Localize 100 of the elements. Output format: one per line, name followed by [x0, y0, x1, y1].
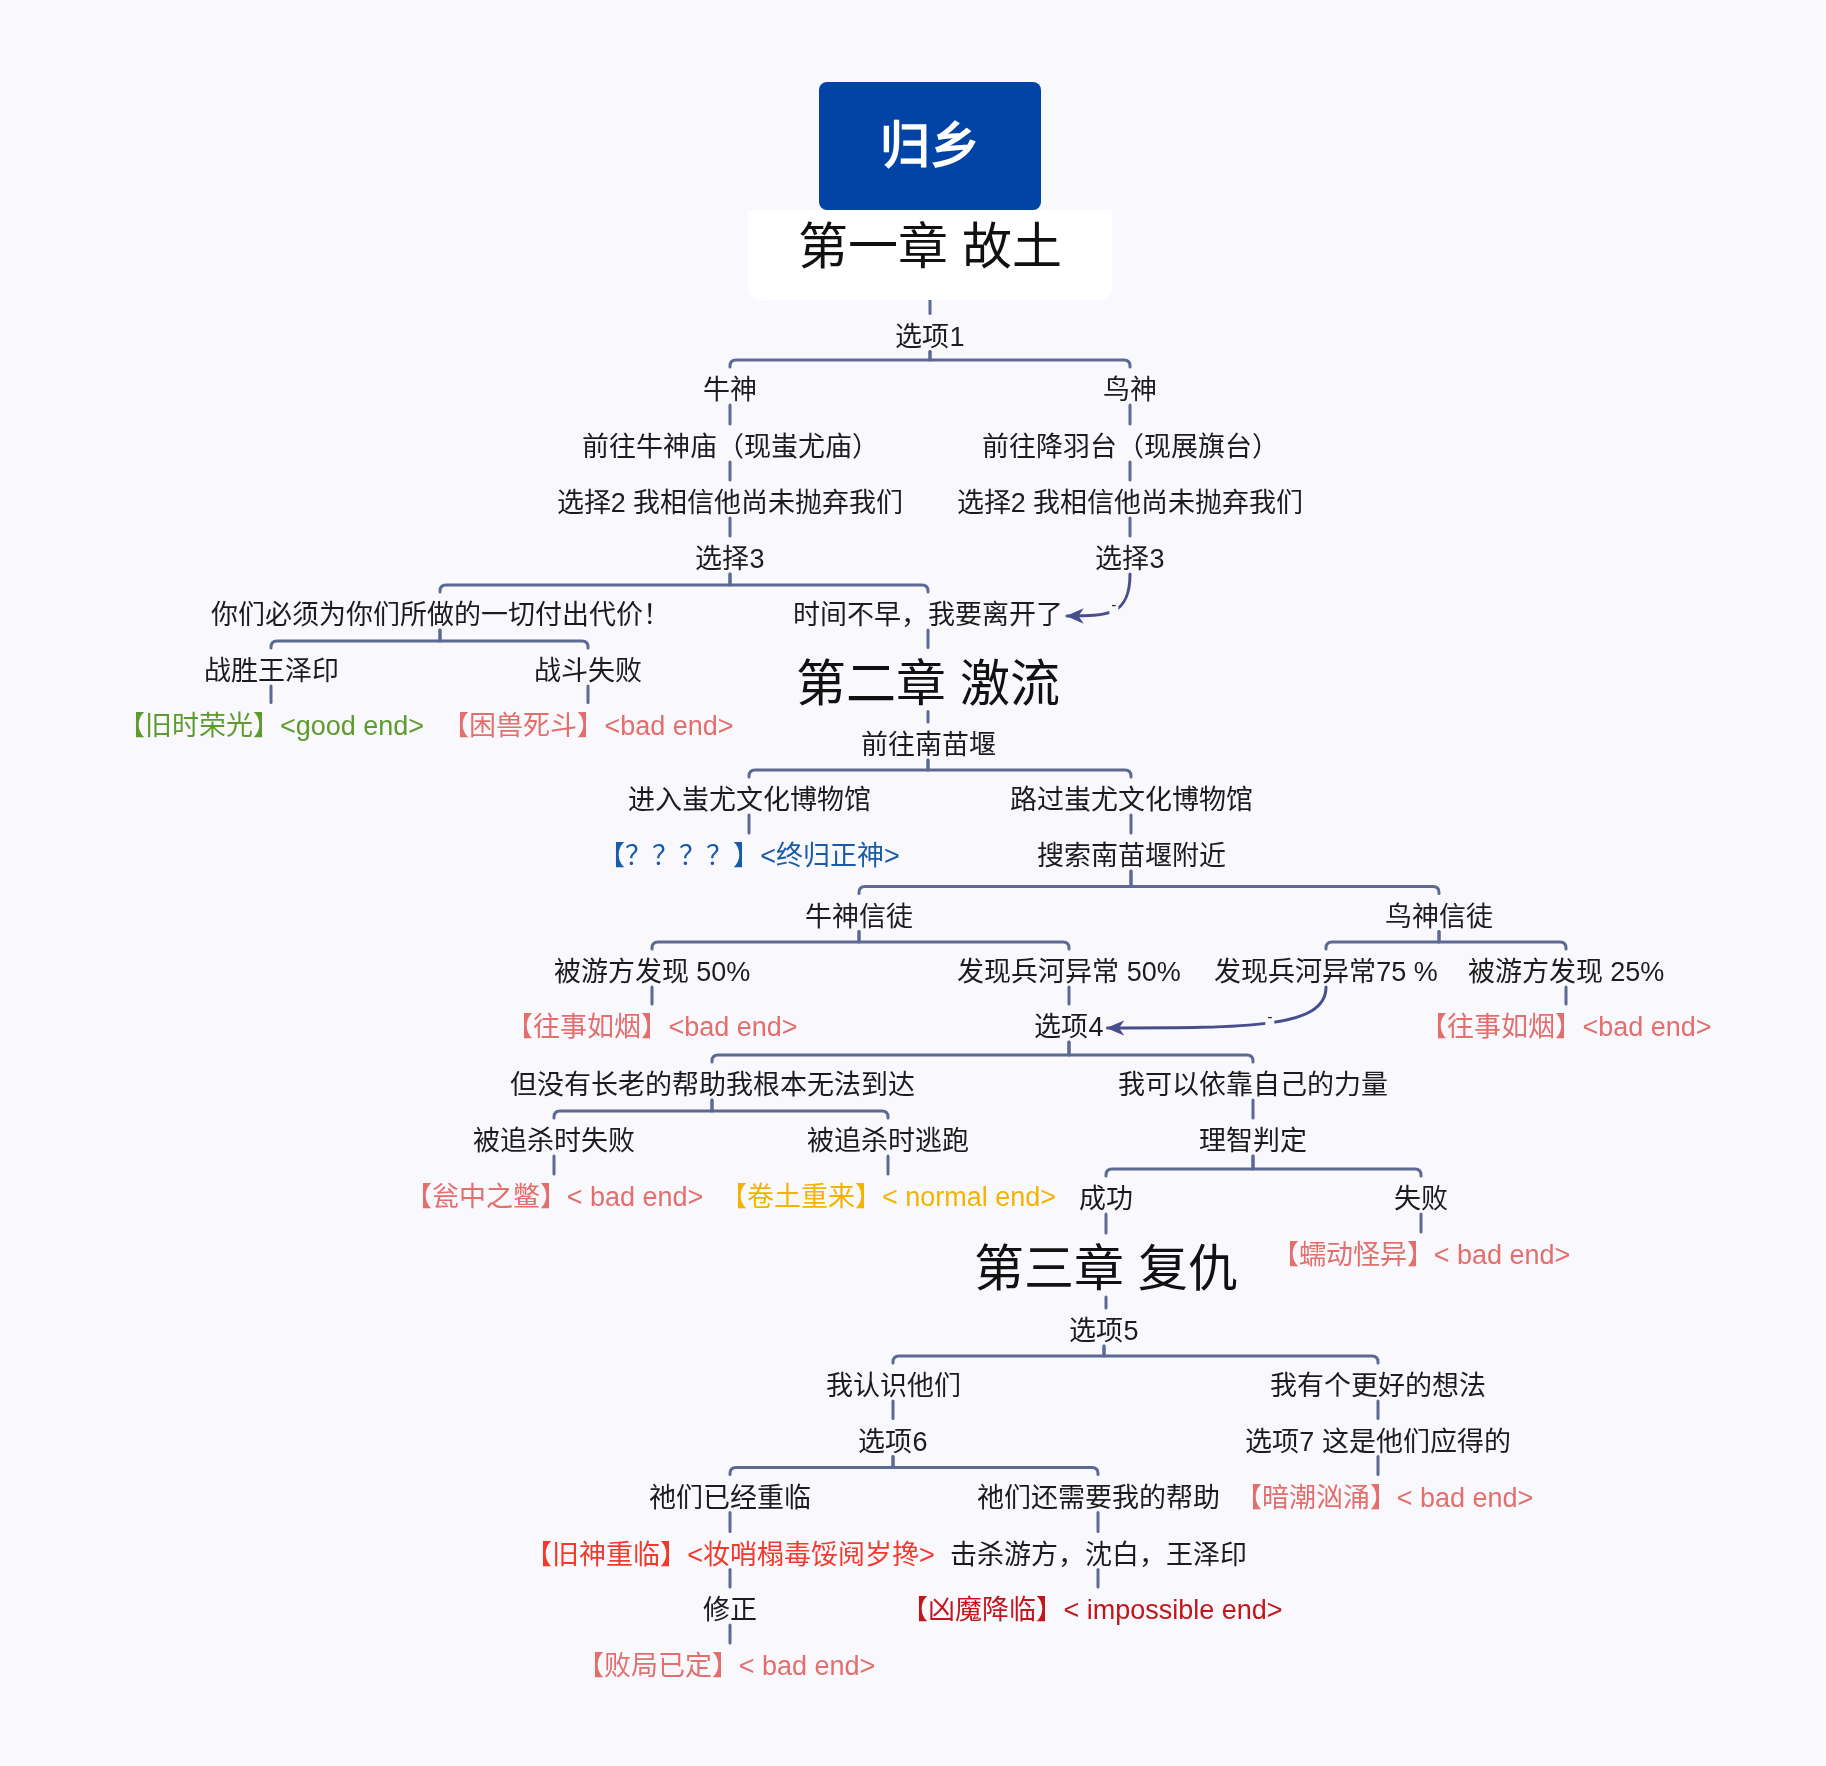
- ending-text: 【暗潮汹涌】< bad end>: [1230, 1474, 1538, 1513]
- connector-line: [710, 1098, 890, 1120]
- ending-text: 【困兽死斗】<bad end>: [438, 702, 738, 741]
- connector-line: [926, 628, 930, 649]
- connector-line: [1564, 985, 1568, 1006]
- topic-text: 祂们已经重临: [645, 1474, 815, 1513]
- topic-text: 选择2 我相信他尚未抛弃我们: [552, 480, 908, 518]
- topic-text: 祂们还需要我的帮助: [972, 1474, 1224, 1513]
- connector-line: [552, 1154, 556, 1176]
- connector-line: [886, 1154, 890, 1176]
- connector-line: [586, 684, 590, 704]
- ending-text: 【旧时荣光】<good end>: [113, 702, 429, 741]
- curved-arrow: [1106, 985, 1328, 1036]
- connector-line: [269, 684, 273, 704]
- topic-text: 前往牛神庙（现蚩尤庙）: [577, 424, 883, 462]
- topic-text: 前往降羽台（现展旗台）: [977, 424, 1283, 462]
- topic-text: 选项7 这是他们应得的: [1241, 1418, 1515, 1457]
- connector-line: [1067, 1040, 1255, 1064]
- topic-text: 我可以依靠自己的力量: [1114, 1062, 1392, 1100]
- topic-text: 我有个更好的想法: [1266, 1363, 1490, 1401]
- ending-text: 【卷土重来】< normal end>: [715, 1174, 1061, 1212]
- chapter-heading: 第二章 激流: [792, 647, 1064, 712]
- topic-text: 战斗失败: [530, 648, 646, 686]
- connector-line: [728, 1511, 732, 1534]
- connector-line: [857, 930, 1071, 951]
- connector-line: [928, 350, 1132, 369]
- topic-text: 牛神信徒: [801, 893, 917, 932]
- topic-text: 鸟神信徒: [1381, 893, 1497, 932]
- connector-line: [1376, 1399, 1380, 1421]
- topic-text: 鸟神: [1099, 367, 1161, 405]
- topic-text: 进入蚩尤文化博物馆: [623, 777, 875, 815]
- topic-text: 被游方发现 25%: [1463, 949, 1669, 987]
- topic-text: 搜索南苗堰附近: [1032, 833, 1230, 871]
- ending-text: 【？？？？】<终归正神>: [594, 833, 904, 871]
- connector-line: [1129, 869, 1441, 895]
- connector-line: [1437, 930, 1568, 951]
- topic-text: 被游方发现 50%: [549, 949, 755, 987]
- topic-text: 选项6: [854, 1418, 932, 1457]
- topic-text: 修正: [699, 1587, 761, 1625]
- ending-text: 【旧神重临】<妆哨榻毒馁阋岁搀>: [521, 1531, 939, 1570]
- topic-text: 牛神: [699, 367, 761, 405]
- ending-text: 【凶魔降临】< impossible end>: [897, 1587, 1287, 1625]
- connector-line: [1251, 1098, 1255, 1120]
- topic-text: 但没有长老的帮助我根本无法到达: [505, 1062, 919, 1100]
- topic-text: 路过蚩尤文化博物馆: [1005, 777, 1257, 815]
- chapter-card: [748, 210, 1112, 300]
- connector-line: [1067, 985, 1071, 1006]
- connector-line: [747, 813, 751, 835]
- curved-arrow: [1065, 572, 1132, 624]
- ending-text: 【蠕动怪异】< bad end>: [1267, 1232, 1575, 1270]
- topic-text: 前往南苗堰: [856, 722, 1000, 760]
- topic-text: 战胜王泽印: [199, 648, 343, 686]
- topic-text: 击杀游方，沈白，王泽印: [945, 1531, 1251, 1570]
- topic-text: 选项5: [1065, 1308, 1143, 1346]
- connector-line: [728, 460, 732, 482]
- topic-text: 你们必须为你们所做的一切付出代价！: [206, 592, 674, 630]
- topic-text: 选项4: [1030, 1004, 1108, 1042]
- topic-text: 时间不早，我要离开了: [789, 592, 1067, 630]
- connector-line: [1129, 813, 1133, 835]
- connector-line: [1102, 1344, 1380, 1365]
- topic-text: 我认识他们: [821, 1363, 965, 1401]
- topic-text: 成功: [1075, 1176, 1137, 1214]
- connector-line: [728, 1623, 732, 1645]
- connector-line: [1376, 1455, 1380, 1477]
- ending-text: 【往事如烟】<bad end>: [502, 1004, 802, 1042]
- topic-text: 被追杀时逃跑: [803, 1118, 973, 1156]
- ending-text: 【瓮中之鳖】< bad end>: [400, 1174, 708, 1212]
- topic-text: 选择3: [691, 536, 769, 574]
- topic-text: 发现兵河异常75 %: [1210, 949, 1442, 987]
- connector-line: [1096, 1511, 1100, 1534]
- topic-text: 失败: [1390, 1176, 1452, 1214]
- topic-text: 理智判定: [1195, 1118, 1311, 1156]
- ending-text: 【败局已定】< bad end>: [572, 1643, 880, 1681]
- connector-line: [1128, 460, 1132, 482]
- connector-line: [928, 298, 932, 315]
- connector-line: [438, 628, 590, 650]
- chapter-heading: 第三章 复仇: [970, 1233, 1242, 1297]
- connector-line: [1419, 1212, 1423, 1234]
- connector-line: [1104, 1295, 1108, 1310]
- topic-text: 选择3: [1091, 536, 1169, 574]
- title-box: [819, 82, 1041, 210]
- connector-line: [728, 516, 732, 538]
- topic-text: 被追杀时失败: [469, 1118, 639, 1156]
- connector-line: [728, 1568, 732, 1589]
- connector-line: [1096, 1568, 1100, 1589]
- connector-line: [926, 758, 1133, 779]
- connector-line: [1128, 403, 1132, 426]
- ending-text: 【往事如烟】<bad end>: [1416, 1004, 1716, 1042]
- connector-line: [891, 1399, 895, 1421]
- topic-text: 发现兵河异常 50%: [953, 949, 1185, 987]
- connector-line: [1251, 1154, 1423, 1178]
- connector-line: [891, 1455, 1100, 1477]
- title-text: 归乡: [880, 118, 980, 174]
- connector-line: [728, 403, 732, 426]
- chapter-heading: 第一章 故土: [798, 219, 1062, 275]
- topic-text: 选择2 我相信他尚未抛弃我们: [952, 480, 1308, 518]
- connector-line: [926, 710, 930, 724]
- connector-line: [728, 572, 930, 594]
- topic-text: 选项1: [891, 313, 969, 352]
- connector-line: [1104, 1212, 1108, 1235]
